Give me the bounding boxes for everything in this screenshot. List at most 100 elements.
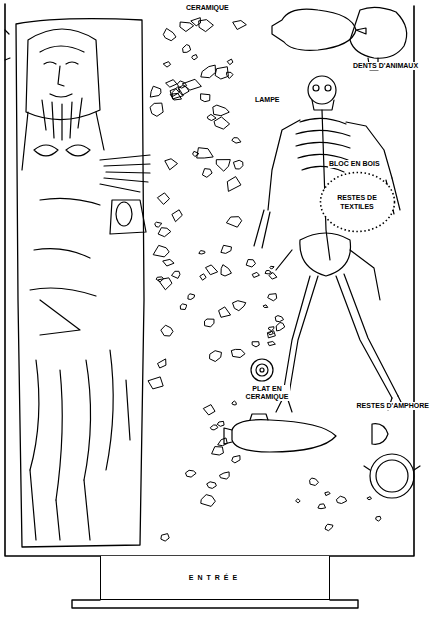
entrance-label: ENTRÉE (189, 573, 241, 582)
sherd-fragment (155, 222, 162, 227)
sherd-fragment (172, 271, 180, 278)
sherd-fragment (270, 266, 274, 268)
sherd-fragment (158, 359, 166, 368)
sherd-fragment (227, 59, 232, 64)
sherd-fragment (367, 497, 371, 500)
sherd-fragment (233, 160, 242, 169)
annotation-label: LAMPE (254, 96, 281, 104)
dotted-outline (320, 173, 394, 232)
sherd-fragment (205, 319, 214, 327)
sherd-fragment (150, 86, 160, 97)
sherd-fragment (233, 301, 246, 311)
sherd-fragment (161, 325, 173, 336)
sherd-fragment (163, 260, 174, 267)
sherd-fragment (207, 114, 216, 120)
sherd-fragment (227, 177, 240, 192)
sherd-fragment (188, 294, 194, 300)
annotation-label: BLOC EN BOIS (328, 160, 381, 168)
sherd-fragment (153, 245, 169, 257)
sherd-fragment (215, 67, 228, 79)
sherd-fragment (216, 160, 230, 172)
sherd-fragment (180, 304, 186, 310)
annotation-label: DENTS D'ANIMAUX (352, 62, 419, 70)
sherd-fragment (192, 55, 197, 60)
sherd-fragment (161, 534, 169, 541)
sherd-fragment (221, 265, 231, 276)
sherd-fragment (296, 499, 300, 503)
area-label: RESTES DE TEXTILES (334, 193, 380, 211)
sherd-fragment (166, 80, 177, 87)
sherd-fragment (232, 401, 236, 405)
sherd-fragment (233, 21, 246, 30)
sherd-fragment (221, 245, 231, 253)
sherd-fragment (310, 478, 319, 486)
sherd-fragment (219, 307, 231, 317)
sherd-fragment (165, 159, 177, 170)
sherd-fragment (267, 331, 275, 338)
sherd-fragment (197, 148, 213, 158)
sherd-fragment (252, 273, 259, 278)
sherd-fragment (376, 516, 381, 521)
sherd-fragment (275, 316, 283, 322)
sherd-fragment (201, 94, 210, 102)
sherd-fragment (183, 45, 191, 53)
sherd-fragment (148, 377, 163, 389)
sherd-fragment (206, 265, 218, 275)
sherd-fragment (246, 260, 255, 268)
sherd-fragment (268, 294, 277, 301)
sherd-fragment (172, 210, 182, 222)
sherd-fragment (268, 327, 273, 331)
sherd-fragment (318, 504, 325, 509)
sherd-fragment (202, 169, 211, 178)
sherd-fragment (231, 349, 244, 357)
sherd-fragment (252, 342, 259, 347)
sherd-fragment (220, 472, 229, 479)
sherd-fragment (325, 524, 333, 531)
sherd-fragment (201, 65, 215, 78)
sherd-fragment (268, 342, 275, 346)
sherd-fragment (157, 193, 169, 204)
sherd-fragment (186, 470, 196, 477)
sherd-fragment (336, 496, 346, 503)
sherd-fragment (182, 79, 201, 90)
sherd-fragment (150, 103, 163, 116)
annotation-label: RESTES D'AMPHORE (356, 402, 430, 410)
textile-area: RESTES DE TEXTILES (319, 171, 396, 233)
sherd-fragment (199, 251, 205, 254)
dotted-ellipse (319, 171, 396, 233)
annotation-label: CERAMIQUE (185, 4, 230, 12)
sherd-fragment (212, 447, 224, 455)
sherd-fragment (200, 274, 206, 280)
annotation-label: PLAT EN CERAMIQUE (244, 385, 290, 401)
sherd-fragment (232, 138, 241, 143)
sherd-fragment (207, 482, 216, 489)
sherd-fragment (263, 305, 267, 308)
sherd-fragment (213, 105, 229, 116)
sherd-fragment (269, 273, 277, 279)
sherd-fragment (218, 438, 227, 446)
sherd-fragment (201, 495, 215, 507)
sherd-fragment (269, 332, 274, 335)
sherd-fragment (199, 20, 213, 32)
sherd-fragment (227, 72, 233, 78)
sherd-fragment (214, 117, 229, 129)
entrance-box: ENTRÉE (100, 556, 330, 600)
sherd-fragment (226, 217, 241, 228)
sherd-fragment (217, 421, 224, 426)
sherd-fragment (210, 425, 217, 430)
sherd-fragment (210, 351, 222, 362)
sherd-fragment (265, 271, 271, 274)
sherd-fragment (158, 278, 172, 290)
sherd-fragment (276, 323, 284, 331)
sherd-fragment (325, 492, 330, 496)
sherd-fragment (180, 22, 193, 32)
sherd-fragment (177, 81, 186, 88)
sherd-fragment (158, 228, 170, 237)
sherd-fragment (232, 456, 240, 463)
sherd-fragment (163, 62, 170, 67)
sherd-fragment (163, 28, 175, 40)
sherd-fragment (170, 93, 181, 100)
sherd-fragment (203, 405, 214, 415)
